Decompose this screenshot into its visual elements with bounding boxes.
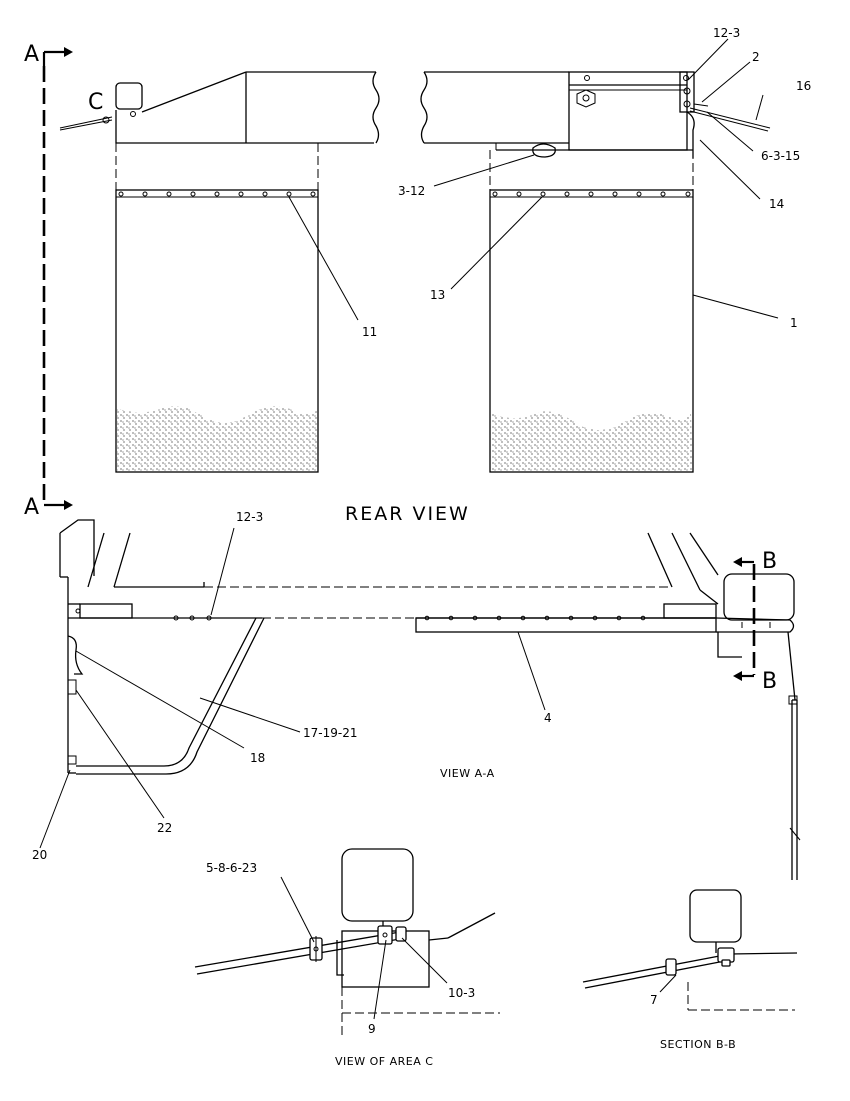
rear-view-left-assembly: C	[59, 71, 380, 473]
section-marker-b-top: B	[762, 549, 777, 574]
view-a-a-leader-lines	[39, 527, 546, 849]
callout-4: 4	[544, 711, 552, 725]
callout-6-3-15: 6-3-15	[761, 149, 800, 163]
callout-20: 20	[32, 848, 47, 862]
callout-18: 18	[250, 751, 265, 765]
view-area-c-leader-lines	[280, 876, 448, 1020]
section-marker-a-top: A	[24, 42, 39, 67]
callout-2: 2	[752, 50, 760, 64]
detail-marker-c: C	[88, 90, 103, 115]
callout-10-3: 10-3	[448, 986, 475, 1000]
callout-7: 7	[650, 993, 658, 1007]
callout-17-19-21: 17-19-21	[303, 726, 357, 740]
section-b-b-title: SECTION B-B	[660, 1038, 736, 1051]
view-of-area-c-assembly	[194, 848, 500, 1035]
callout-9: 9	[368, 1022, 376, 1036]
rear-view-title: REAR VIEW	[345, 503, 470, 525]
section-b-b-assembly	[582, 889, 798, 1011]
view-a-a-assembly	[59, 519, 801, 880]
section-line-b-b: B B	[733, 549, 777, 694]
callout-11: 11	[362, 325, 377, 339]
callout-13: 13	[430, 288, 445, 302]
section-marker-a-bottom: A	[24, 495, 39, 520]
callout-12-3-mid: 12-3	[236, 510, 263, 524]
rear-view-right-assembly	[420, 71, 771, 473]
callout-5-8-6-23: 5-8-6-23	[206, 861, 257, 875]
callout-1: 1	[790, 316, 798, 330]
callout-22: 22	[157, 821, 172, 835]
callout-16: 16	[796, 79, 811, 93]
view-a-a-title: VIEW A-A	[440, 767, 495, 780]
section-marker-b-bottom: B	[762, 669, 777, 694]
callout-14: 14	[769, 197, 784, 211]
callout-labels: 12-3 2 16 6-3-15 14 3-12 13 11 1 12-3 17…	[32, 26, 811, 1036]
section-line-a-a: A A	[24, 42, 73, 520]
view-of-area-c-title: VIEW OF AREA C	[335, 1055, 433, 1068]
callout-12-3-top: 12-3	[713, 26, 740, 40]
rear-view-leader-lines	[288, 38, 779, 321]
callout-3-12: 3-12	[398, 184, 425, 198]
